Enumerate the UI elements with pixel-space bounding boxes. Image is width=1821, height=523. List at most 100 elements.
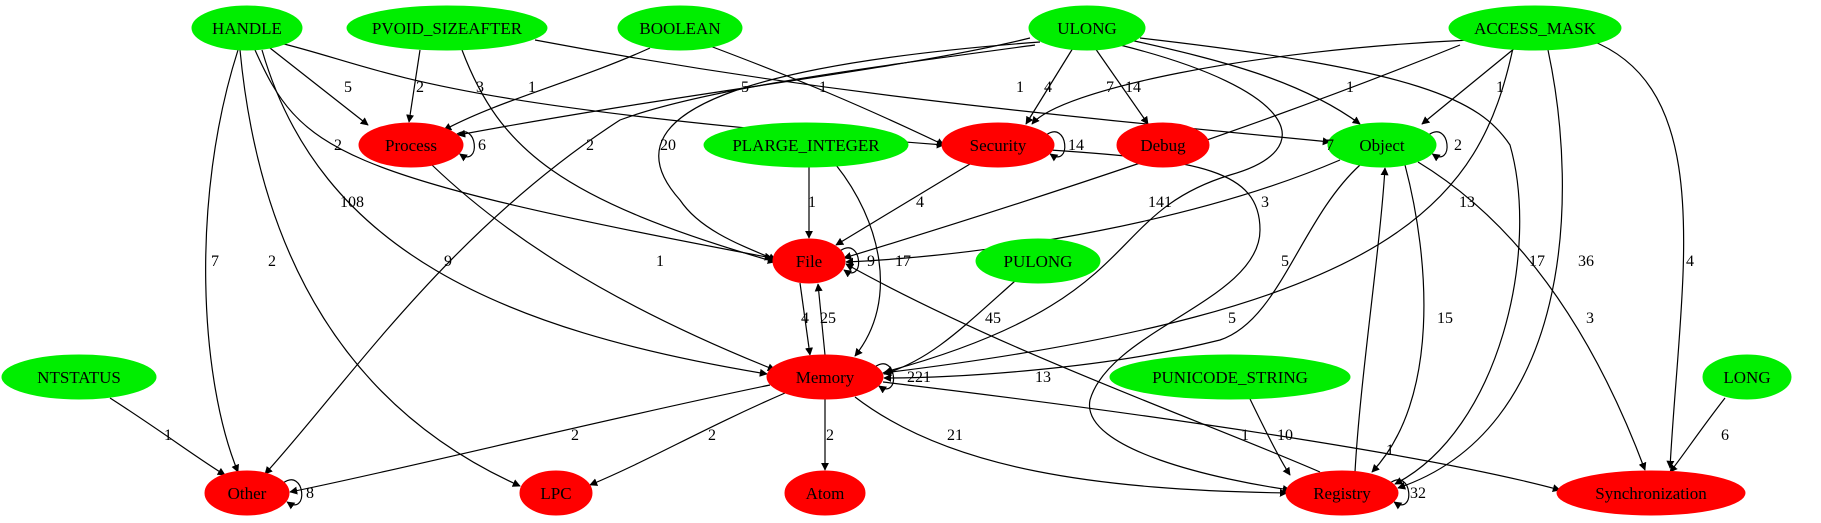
edge-label-ulong-memory: 141 [1148,194,1172,211]
node-long: LONG [1702,354,1792,400]
node-lpc: LPC [519,470,593,516]
node-shape [1448,5,1622,51]
edge-access-registry [1397,49,1563,490]
edge-registry-object [1354,167,1389,473]
node-label: NTSTATUS [37,368,121,387]
edge-boolean-security [709,45,945,146]
edge-label-ulong-file: 20 [660,137,676,154]
edge-label-security-registry: 5 [1228,310,1236,327]
node-label: LPC [540,484,571,503]
edge-file-self [839,247,860,278]
node-shape [519,470,593,516]
edge-registry-file [845,263,1321,473]
node-shape [941,122,1055,168]
edge-label-file-self: 9 [867,253,875,270]
edge-access-sync [1589,39,1685,469]
node-shape [617,5,743,51]
node-registry: Registry [1285,470,1399,516]
node-shape [703,122,909,168]
node-shape [975,238,1101,284]
node-ulong: ULONG [1028,5,1146,51]
edge-label-memory-lpc: 2 [708,427,716,444]
edge-label-object-registry: 15 [1437,310,1453,327]
edge-ulong-file [658,41,1041,261]
node-shape [1,354,157,400]
node-shape [346,5,548,51]
edge-label-memory-file: 25 [820,310,836,327]
node-plarge-integer: PLARGE_INTEGER [703,122,909,168]
edge-label-handle-security: 3 [476,79,484,96]
edge-label-long-sync: 6 [1721,427,1729,444]
edge-label-object-self: 2 [1454,137,1462,154]
edge-process-self [455,131,475,162]
node-label: BOOLEAN [639,19,720,38]
edge-label-pvoid-file: 2 [586,137,594,154]
edge-label-memory-registry: 21 [947,427,963,444]
edge-label-access-file: 7 [1326,137,1334,154]
node-shape [772,238,846,284]
edge-label-handle-process: 5 [344,79,352,96]
edge-ulong-process [457,37,1031,138]
edge-label-handle-file: 2 [334,137,342,154]
edge-label-registry-object: 1 [1386,442,1394,459]
edge-label-other-self: 8 [306,485,314,502]
edge-pvoid-object [534,39,1331,146]
edge-security-registry [1049,149,1291,493]
edge-label-boolean-process: 1 [528,79,536,96]
edge-handle-memory [261,49,768,377]
node-file: File [772,238,846,284]
edge-object-sync [1417,161,1647,471]
node-shape [1556,470,1746,516]
edge-memory-registry [854,396,1288,497]
edge-label-object-sync: 3 [1586,310,1594,327]
node-ntstatus: NTSTATUS [1,354,157,400]
edge-object-memory [883,164,1361,382]
node-label: File [796,252,822,271]
edge-label-plarge-memory: 17 [895,253,911,270]
edge-access-memory [882,47,1514,377]
node-label: Process [385,136,437,155]
node-label: Other [228,484,267,503]
node-label: Registry [1313,484,1371,503]
node-process: Process [358,122,464,168]
node-label: Security [970,136,1027,155]
edge-label-access-memory: 13 [1459,194,1475,211]
node-shape [191,5,303,51]
edge-long-sync [1669,397,1726,473]
edge-label-ulong-other: 9 [444,253,452,270]
edge-label-ulong-object: 1 [1346,79,1354,96]
node-label: Debug [1140,136,1186,155]
edge-label-registry-self: 32 [1410,485,1426,502]
edge-memory-other [289,384,771,495]
edge-label-ulong-process: 5 [741,79,749,96]
edge-ulong-memory [884,44,1283,374]
node-shape [1116,122,1210,168]
edge-label-file-memory: 4 [801,310,809,327]
node-label: ACCESS_MASK [1474,19,1597,38]
edge-label-pvoid-process: 2 [416,79,424,96]
edge-other-self [282,479,303,510]
edge-security-self [1045,131,1066,162]
node-shape [1109,354,1351,400]
node-shape [1028,5,1146,51]
edge-label-object-memory: 5 [1281,253,1289,270]
node-handle: HANDLE [191,5,303,51]
node-shape [784,470,866,516]
edge-label-access-sync: 4 [1686,253,1694,270]
edge-label-security-self: 14 [1068,137,1084,154]
node-shape [358,122,464,168]
edge-pvoid-process [406,49,421,123]
node-shape [766,354,884,400]
edge-ulong-object [1129,39,1361,125]
edge-ntstatus-other [109,397,226,476]
edge-label-registry-file: 13 [1035,369,1051,386]
node-pulong: PULONG [975,238,1101,284]
node-shape [1327,122,1437,168]
edge-memory-self [874,363,895,394]
edge-label-boolean-security: 1 [819,79,827,96]
edge-label-process-memory: 1 [656,253,664,270]
edge-memory-sync [882,381,1561,492]
edge-label-plarge-file: 1 [808,194,816,211]
node-atom: Atom [784,470,866,516]
edge-label-security-file: 4 [916,194,924,211]
